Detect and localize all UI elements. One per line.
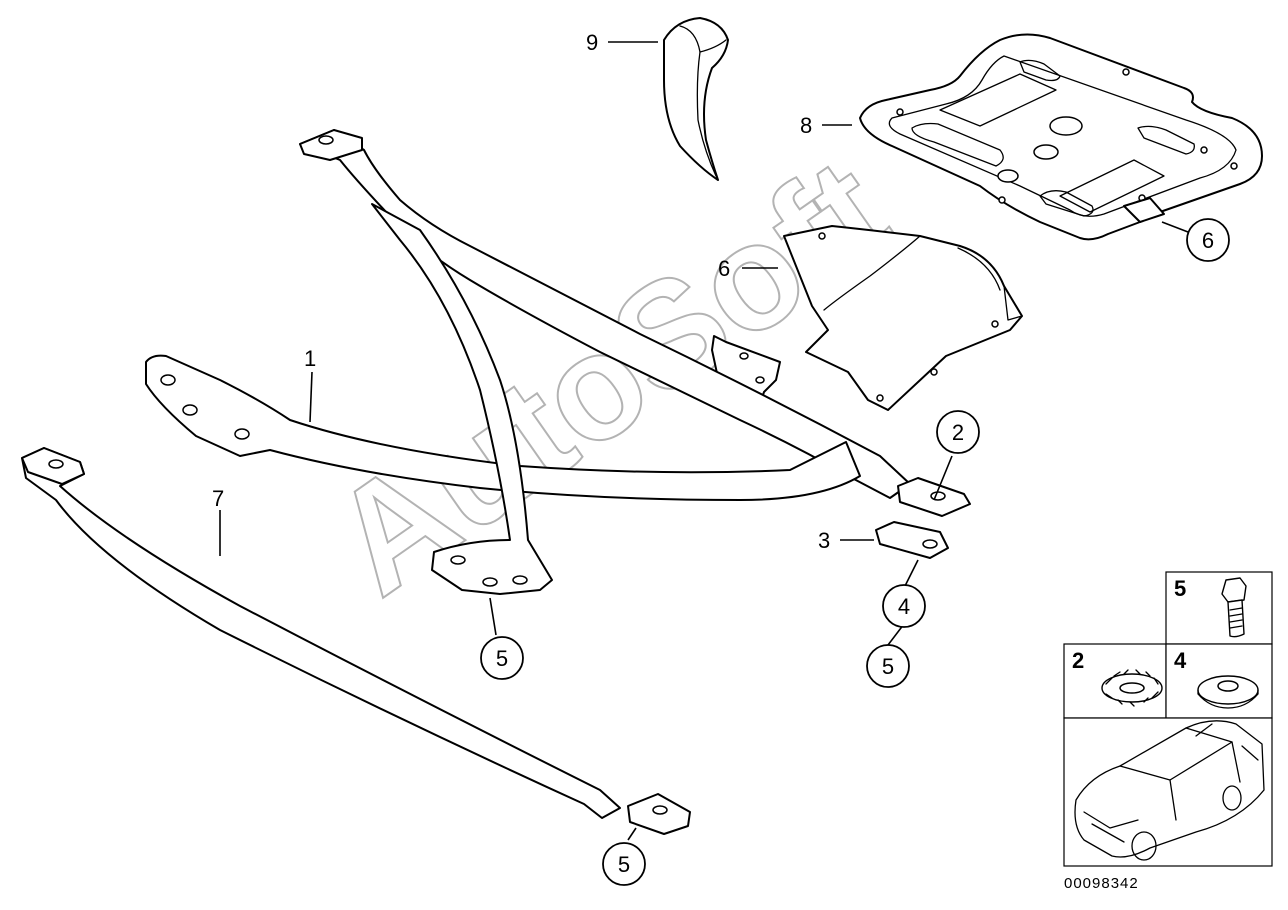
legend-bolt-label: 5 bbox=[1174, 576, 1186, 601]
callout-9-label: 9 bbox=[586, 30, 598, 55]
callout-5-bottom[interactable]: 5 bbox=[602, 842, 646, 886]
callout-3[interactable]: 3 bbox=[818, 528, 830, 553]
lock-washer-icon bbox=[1101, 669, 1163, 707]
legend-flat-washer-label: 4 bbox=[1174, 648, 1187, 673]
part-8-plate[interactable] bbox=[859, 33, 1263, 241]
part-3-spacer[interactable] bbox=[875, 521, 949, 559]
part-1-x-brace[interactable] bbox=[145, 129, 971, 595]
callout-7-label: 7 bbox=[212, 486, 224, 511]
callout-5-bottom-label: 5 bbox=[618, 852, 630, 877]
callout-5-center-label: 5 bbox=[496, 646, 508, 671]
callout-3-label: 3 bbox=[818, 528, 830, 553]
callout-9[interactable]: 9 bbox=[586, 30, 598, 55]
callout-2-label: 2 bbox=[952, 420, 964, 445]
callout-7[interactable]: 7 bbox=[212, 486, 224, 511]
callout-6-circled-label: 6 bbox=[1202, 228, 1214, 253]
callout-4[interactable]: 4 bbox=[882, 584, 926, 628]
part-7-strut[interactable] bbox=[21, 447, 691, 835]
callout-4-label: 4 bbox=[898, 594, 910, 619]
hex-bolt-icon bbox=[1221, 577, 1247, 638]
leader-lines bbox=[219, 41, 1189, 841]
callout-8[interactable]: 8 bbox=[800, 113, 812, 138]
callout-1[interactable]: 1 bbox=[304, 346, 316, 371]
legend-lock-washer[interactable]: 2 bbox=[1072, 648, 1163, 707]
callout-6-circled[interactable]: 6 bbox=[1186, 218, 1230, 262]
callout-5-right[interactable]: 5 bbox=[866, 644, 910, 688]
legend-lock-washer-label: 2 bbox=[1072, 648, 1084, 673]
callout-2[interactable]: 2 bbox=[936, 410, 980, 454]
callout-6-upper[interactable]: 6 bbox=[718, 256, 730, 281]
legend-bolt[interactable]: 5 bbox=[1174, 576, 1247, 638]
vehicle-thumbnail-icon bbox=[1074, 720, 1265, 861]
reference-number: 00098342 bbox=[1064, 875, 1139, 892]
callout-5-right-label: 5 bbox=[882, 654, 894, 679]
part-9-boot[interactable] bbox=[663, 17, 729, 181]
callout-6-label: 6 bbox=[718, 256, 730, 281]
hardware-legend: 5 2 4 bbox=[1063, 571, 1273, 867]
callout-8-label: 8 bbox=[800, 113, 812, 138]
legend-flat-washer[interactable]: 4 bbox=[1174, 648, 1259, 709]
flat-washer-icon bbox=[1197, 675, 1259, 709]
callout-5-center[interactable]: 5 bbox=[480, 636, 524, 680]
part-6-shield[interactable] bbox=[783, 225, 1023, 411]
callout-1-label: 1 bbox=[304, 346, 316, 371]
bracket-plate[interactable] bbox=[711, 335, 781, 417]
